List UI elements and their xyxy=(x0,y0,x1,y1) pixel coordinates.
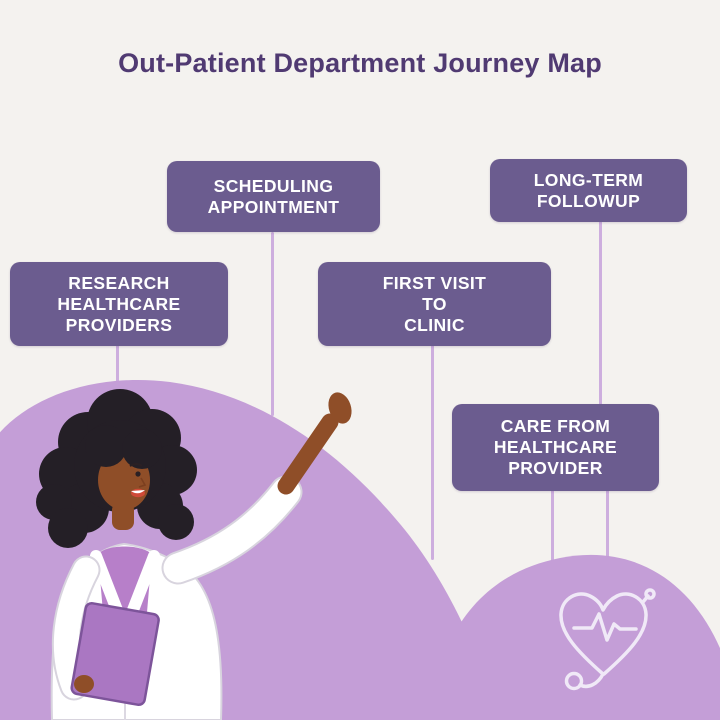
right-blob xyxy=(428,554,720,720)
earpiece-tube xyxy=(641,594,650,604)
step-care-from-healthcare-provider: CARE FROM HEALTHCARE PROVIDER xyxy=(452,404,659,491)
step-label-research: RESEARCH HEALTHCARE PROVIDERS xyxy=(57,272,181,335)
step-scheduling-appointment: SCHEDULING APPOINTMENT xyxy=(167,161,380,232)
heart-stethoscope-icon xyxy=(559,588,656,691)
eyebrow xyxy=(129,463,143,467)
lips xyxy=(131,488,145,498)
raised-sleeve xyxy=(163,477,301,583)
forearm xyxy=(277,413,339,495)
connector-line-long-term xyxy=(599,221,602,411)
connector-line-research xyxy=(116,345,119,433)
doctor-illustration xyxy=(36,389,352,720)
left-sleeve xyxy=(53,557,99,699)
chest-piece xyxy=(564,671,584,691)
step-label-care: CARE FROM HEALTHCARE PROVIDER xyxy=(493,416,618,478)
heart-outline xyxy=(559,592,648,676)
step-label-long-term: LONG-TERM FOLLOWUP xyxy=(533,169,644,211)
connector-line-care-2 xyxy=(606,490,609,576)
step-research-healthcare-providers: RESEARCH HEALTHCARE PROVIDERS xyxy=(10,262,228,346)
neck xyxy=(112,502,134,530)
earpiece xyxy=(644,588,656,600)
left-hand xyxy=(74,675,94,693)
connector-line-scheduling xyxy=(271,232,274,416)
left-blob xyxy=(0,379,497,720)
nose xyxy=(138,477,147,488)
step-long-term-followup: LONG-TERM FOLLOWUP xyxy=(490,159,687,222)
page-title: Out-Patient Department Journey Map xyxy=(118,48,602,78)
folder xyxy=(70,601,160,707)
connector-line-care-1 xyxy=(551,490,554,572)
stethoscope-tube xyxy=(578,672,605,689)
ecg-line xyxy=(572,612,638,642)
shirt xyxy=(98,546,152,624)
lapel-right xyxy=(120,550,160,634)
smile xyxy=(131,490,145,494)
lapel-left xyxy=(90,550,130,634)
step-label-first-visit: FIRST VISIT TO CLINIC xyxy=(382,272,487,335)
face xyxy=(98,450,150,510)
step-first-visit-to-clinic: FIRST VISIT TO CLINIC xyxy=(318,262,551,346)
lab-coat xyxy=(50,542,223,720)
connector-line-first-visit xyxy=(431,345,434,560)
eye xyxy=(135,471,141,477)
raised-hand xyxy=(328,392,352,424)
step-label-scheduling: SCHEDULING APPOINTMENT xyxy=(207,175,340,217)
